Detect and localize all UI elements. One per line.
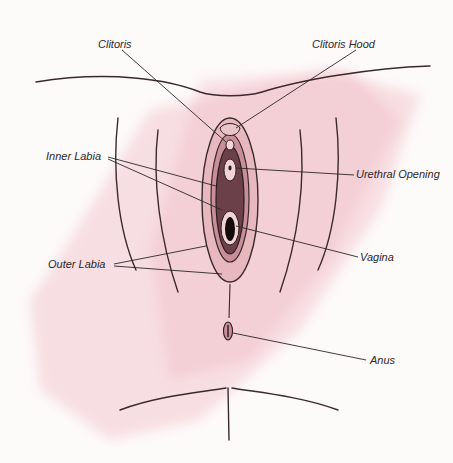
inner-labia bbox=[216, 146, 244, 254]
pink-wash bbox=[150, 70, 400, 380]
part-label: Urethral Opening bbox=[356, 168, 440, 181]
anus-center bbox=[227, 325, 228, 337]
vaginal-rim bbox=[221, 211, 239, 245]
leader-line bbox=[233, 333, 366, 360]
body-outline bbox=[36, 66, 430, 440]
outer-labia bbox=[202, 118, 258, 282]
leader-line bbox=[108, 159, 222, 210]
part-label: Outer Labia bbox=[48, 258, 105, 271]
leader-lines bbox=[108, 50, 366, 360]
part-label: Clitoris bbox=[98, 38, 132, 51]
labia-fold bbox=[211, 134, 249, 262]
clitoris-hood bbox=[220, 124, 240, 136]
perineum-line bbox=[229, 284, 230, 318]
leader-line bbox=[236, 226, 358, 257]
leader-line bbox=[114, 266, 222, 274]
thigh-line bbox=[116, 118, 136, 270]
leader-line bbox=[236, 50, 356, 128]
thigh-line bbox=[280, 130, 302, 292]
buttock-line bbox=[232, 388, 338, 410]
urethral-opening bbox=[228, 166, 231, 171]
part-label: Anus bbox=[370, 354, 395, 367]
anus bbox=[224, 322, 233, 340]
leader-line bbox=[236, 168, 354, 175]
part-label: Clitoris Hood bbox=[312, 38, 375, 51]
vestibule bbox=[224, 159, 236, 181]
vaginal-opening bbox=[225, 217, 235, 241]
thigh-line bbox=[156, 130, 178, 292]
clitoris bbox=[226, 140, 234, 150]
buttock-line bbox=[120, 388, 226, 410]
leader-line bbox=[114, 246, 206, 264]
leader-line bbox=[122, 50, 226, 142]
cleft-line bbox=[228, 388, 229, 440]
hip-line bbox=[36, 66, 430, 96]
part-label: Vagina bbox=[360, 251, 394, 264]
pink-wash bbox=[30, 70, 420, 440]
part-label: Inner Labia bbox=[46, 150, 101, 163]
watercolor-wash bbox=[30, 70, 420, 440]
leader-line bbox=[108, 157, 216, 186]
